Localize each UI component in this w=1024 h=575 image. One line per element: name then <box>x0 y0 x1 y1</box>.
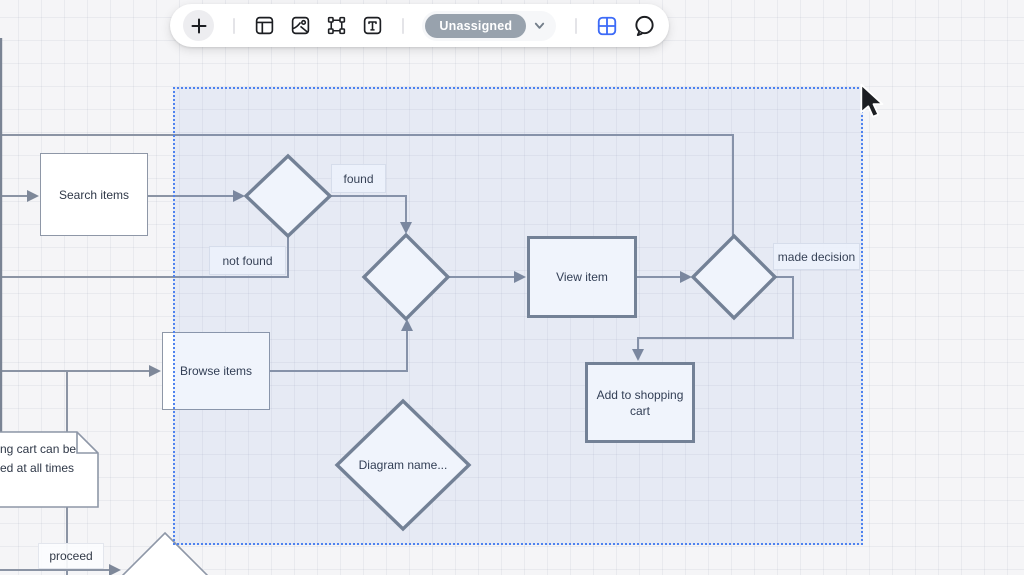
arrowhead-into-view <box>514 271 526 283</box>
chevron-down-icon <box>535 22 545 29</box>
decision2-diamond[interactable] <box>361 232 451 322</box>
node-view-item[interactable]: View item <box>527 236 637 318</box>
decision1-diamond[interactable] <box>243 153 333 239</box>
arrowhead-proceed <box>109 564 121 575</box>
diagram-name-diamond[interactable] <box>334 398 472 532</box>
node-add-to-cart-label: Add to shopping cart <box>596 387 684 418</box>
node-view-item-label: View item <box>556 270 608 284</box>
arrowhead-into-decision1 <box>233 190 245 202</box>
grid-view-button[interactable] <box>596 15 618 37</box>
image-icon <box>291 16 309 35</box>
text-icon <box>363 16 381 35</box>
view-tools-group <box>596 14 656 37</box>
node-search-items[interactable]: Search items <box>40 153 148 236</box>
note-shape[interactable] <box>0 431 99 508</box>
edge-loop-top[interactable] <box>0 134 734 237</box>
arrowhead-into-browse <box>149 365 161 377</box>
selection-rectangle <box>173 87 863 545</box>
edge-label-made-decision[interactable]: made decision <box>773 243 860 270</box>
arrowhead-into-decision3 <box>680 271 692 283</box>
edge-label-found[interactable]: found <box>331 164 386 193</box>
layout-panel-icon <box>255 16 273 35</box>
node-search-items-label: Search items <box>58 187 130 202</box>
offscreen-shape-edge <box>0 38 3 433</box>
node-add-to-cart[interactable]: Add to shopping cart <box>585 362 695 443</box>
edge-not-found[interactable] <box>0 236 289 278</box>
add-shape-button[interactable] <box>183 10 214 41</box>
toolbar-divider <box>575 17 578 34</box>
edge-label-not-found[interactable]: not found <box>209 246 286 275</box>
edge-browse-to-decision2[interactable] <box>270 331 408 372</box>
node-browse-items[interactable]: Browse items <box>162 332 270 410</box>
toolbar-divider <box>232 17 235 34</box>
edge-found[interactable] <box>330 195 407 223</box>
decision3-diamond[interactable] <box>690 233 778 321</box>
note-text-line2: ed at all times <box>0 461 75 475</box>
edge-label-proceed[interactable]: proceed <box>38 543 104 569</box>
transform-icon <box>327 16 345 35</box>
bottom-diamond[interactable] <box>121 531 209 575</box>
toolbar: Unassigned <box>170 4 669 47</box>
layout-panel-button[interactable] <box>254 15 275 36</box>
arrowhead-into-decision2-bottom <box>401 319 413 331</box>
node-browse-items-label: Browse items <box>179 364 253 378</box>
image-button[interactable] <box>290 15 311 36</box>
edge-decision3-to-cart[interactable] <box>637 276 794 350</box>
shape-tools-group <box>254 15 383 36</box>
toolbar-divider <box>401 17 404 34</box>
note-text: ng cart can be ed at all times <box>0 440 100 478</box>
arrowhead-found <box>400 222 412 234</box>
plus-icon <box>191 18 206 33</box>
assignee-dropdown[interactable]: Unassigned <box>422 10 557 41</box>
text-button[interactable] <box>362 15 383 36</box>
assignee-badge: Unassigned <box>425 13 527 38</box>
note-text-line1: ng cart can be <box>0 442 77 456</box>
transform-button[interactable] <box>326 15 347 36</box>
arrowhead-into-cart <box>632 349 644 361</box>
comment-bubble-icon <box>635 15 654 37</box>
arrowhead-into-search <box>27 190 39 202</box>
grid-icon <box>597 16 617 35</box>
comment-button[interactable] <box>633 14 656 37</box>
